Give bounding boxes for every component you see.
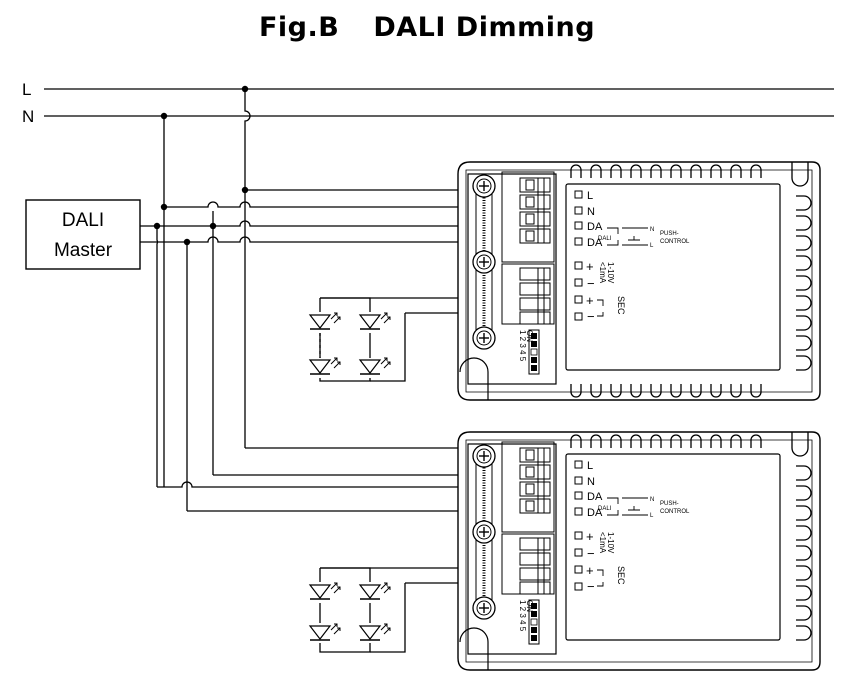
- terminal-legend: L N DA DA DALI N L PUSH- CONTROL + − + −…: [574, 460, 690, 594]
- minus-label: −: [587, 546, 595, 561]
- analog-label-2: <1mA: [598, 532, 607, 554]
- led-icon: [359, 312, 391, 330]
- mains-n-label: N: [22, 107, 34, 126]
- dip-switch: ON 1 2 3 4 5: [518, 599, 540, 645]
- push-n-label: N: [650, 497, 654, 503]
- minus-label: −: [587, 309, 595, 324]
- push-label-2: CONTROL: [660, 239, 690, 245]
- dip-numbers: 1 2 3 4 5: [518, 600, 527, 632]
- plus-label: +: [586, 563, 594, 578]
- push-l-label: L: [650, 243, 654, 249]
- sec-label: SEC: [616, 566, 626, 585]
- sec-label: SEC: [616, 296, 626, 315]
- figure-caption: DALI Dimming: [373, 12, 596, 43]
- plus-label: +: [586, 259, 594, 274]
- dali-small-label: DALI: [598, 236, 612, 242]
- terminal-n-label: N: [587, 206, 595, 218]
- terminal-n-label: N: [587, 476, 595, 488]
- minus-label: −: [587, 276, 595, 291]
- driver-1-leds: [309, 312, 391, 375]
- led-icon: [359, 357, 391, 375]
- terminal-da-label: DA: [587, 221, 603, 233]
- terminal-da-label: DA: [587, 491, 603, 503]
- figure-number: Fig.B: [258, 12, 340, 43]
- push-n-label: N: [650, 227, 654, 233]
- driver-1: ON 1 2 3 4 5: [457, 161, 821, 401]
- dali-small-label: DALI: [598, 506, 612, 512]
- terminal-l-label: L: [587, 460, 593, 472]
- dip-on-label: ON: [525, 600, 534, 612]
- analog-label-1: 1-10V: [606, 262, 615, 284]
- dip-switch: ON 1 2 3 4 5: [518, 329, 540, 375]
- terminal-da-label: DA: [587, 507, 603, 519]
- led-icon: [309, 582, 341, 600]
- driver-1-wiring: [156, 189, 516, 487]
- led-icon: [359, 623, 391, 641]
- push-label-2: CONTROL: [660, 509, 690, 515]
- led-icon: [309, 312, 341, 330]
- push-label-1: PUSH-: [660, 501, 679, 507]
- bus-wires: [163, 89, 251, 511]
- minus-label: −: [587, 579, 595, 594]
- plus-label: +: [586, 293, 594, 308]
- led-icon: [309, 623, 341, 641]
- push-l-label: L: [650, 513, 654, 519]
- led-icon: [359, 582, 391, 600]
- terminal-l-label: L: [587, 190, 593, 202]
- led-icon: [309, 357, 341, 375]
- dip-on-label: ON: [525, 330, 534, 342]
- mains-l-label: L: [22, 80, 31, 99]
- master-label-1: DALI: [62, 210, 104, 231]
- master-label-2: Master: [54, 240, 113, 261]
- analog-label-1: 1-10V: [606, 532, 615, 554]
- driver-2-leds: [309, 582, 391, 641]
- analog-label-2: <1mA: [598, 262, 607, 284]
- mains-lines: L N: [22, 80, 834, 126]
- terminal-legend: L N DA DA DALI N L PUSH- CONTROL + − + −: [574, 190, 690, 324]
- dip-numbers: 1 2 3 4 5: [518, 330, 527, 362]
- driver-2: ON 1 2 3 4 5 L N DA DA: [457, 431, 821, 671]
- push-label-1: PUSH-: [660, 231, 679, 237]
- terminal-da-label: DA: [587, 237, 603, 249]
- dali-master: DALI Master: [25, 199, 217, 270]
- plus-label: +: [586, 529, 594, 544]
- figure-title: Fig.B DALI Dimming: [0, 12, 854, 43]
